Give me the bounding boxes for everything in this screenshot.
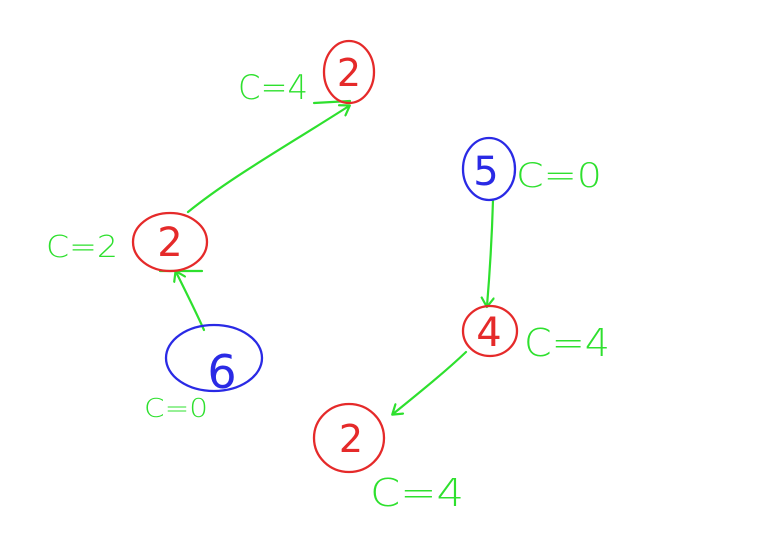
node-circle (461, 136, 517, 202)
node-bottom-left-6: 6 (164, 323, 264, 399)
edge-6-to-2-left (176, 272, 206, 332)
node-circle (322, 39, 376, 105)
node-circle (461, 304, 519, 358)
c-label-mid-left-2: C=2 (46, 230, 118, 265)
node-value: 2 (157, 220, 182, 266)
node-value: 5 (473, 149, 498, 195)
node-circle (131, 211, 209, 273)
c-labels-group: C=4 C=2 C=0 C=0 C=4 C=4 (46, 68, 610, 515)
node-top-2: 2 (322, 39, 376, 105)
node-right-mid-4: 4 (461, 304, 519, 358)
c-label-right-bottom-2: C=4 (370, 471, 464, 515)
node-value: 4 (476, 310, 501, 356)
node-circle (164, 323, 264, 393)
node-right-top-5: 5 (461, 136, 517, 202)
node-right-bottom-2: 2 (312, 402, 386, 474)
edge-4-to-2-bottom (393, 350, 468, 414)
edge-5-to-4 (487, 198, 493, 306)
edge-2-left-to-2-top (186, 106, 349, 214)
c-label-top-2: C=4 (238, 68, 308, 108)
node-circle (312, 402, 386, 474)
node-value: 2 (339, 417, 363, 461)
c-label-right-top-5: C=0 (516, 156, 602, 196)
node-value: 2 (337, 51, 361, 95)
c-label-right-mid-4: C=4 (524, 321, 610, 365)
node-mid-left-2: 2 (131, 211, 209, 273)
c-label-bottom-left-6: C=0 (144, 394, 208, 424)
node-value: 6 (207, 345, 236, 399)
